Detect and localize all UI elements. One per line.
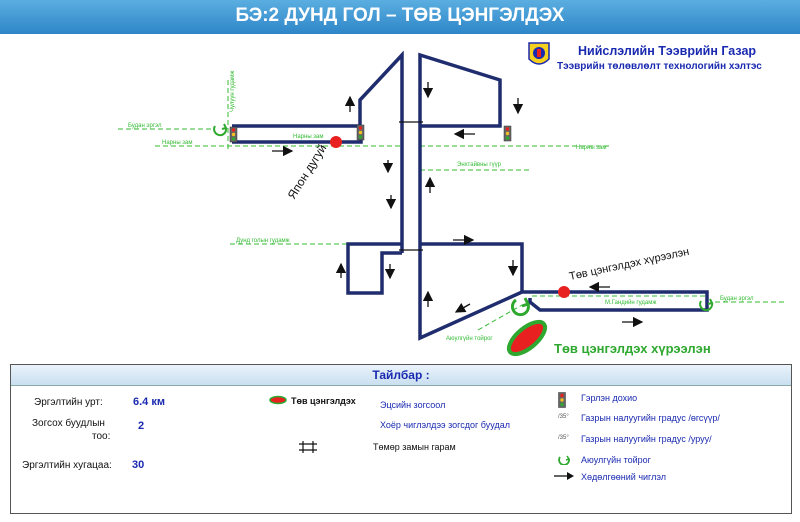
street-lines (118, 80, 785, 331)
legend-header: Тайлбар : (11, 365, 791, 386)
bus-route (232, 50, 709, 341)
bus-stop-yapon-duguy (330, 136, 342, 148)
street-label: Будан эргэл (720, 296, 754, 302)
legend-stadium-label: Төв цэнгэлдэх (291, 396, 356, 406)
roundabout-legend-icon (558, 455, 571, 465)
rail-crossing-icon (299, 441, 317, 453)
organization-name: Нийслэлийн Тээврийн Газар (578, 44, 757, 58)
route-map: Будан эргэл Нарны зам Нарны зам Нарны за… (118, 50, 785, 357)
traffic-light-icon (356, 124, 365, 141)
legend-end-stop: Эцсийн зогсоол (380, 400, 446, 410)
roundabout-icon (511, 297, 531, 317)
legend-title: Тайлбар : (372, 368, 430, 382)
slope-down-icon: /35° (558, 435, 569, 441)
legend-safety-roundabout: Аюулгүйн тойрог (581, 455, 651, 465)
street-label: Чулуун гудамж (230, 71, 236, 112)
legend-rail-crossing: Төмөр замын гарам (373, 442, 456, 452)
bus-stop-central-stadium (558, 286, 570, 298)
legend-two-way-stop: Хоёр чиглэлдээ зогсдог буудал (380, 420, 510, 430)
stop-count-value: 2 (138, 420, 145, 432)
street-label: Нарны зам (162, 140, 193, 146)
interval-value: 30 (132, 459, 145, 471)
traffic-light-icon (503, 125, 512, 142)
legend-direction: Хөдөлгөөний чиглэл (581, 472, 667, 482)
roundabout-icon (699, 298, 714, 312)
traffic-light-legend-icon (558, 392, 566, 408)
street-label: Нарны зам (293, 134, 324, 140)
street-label: М.Гандийн гудамж (605, 299, 656, 306)
stadium-icon (506, 319, 548, 357)
legend-panel (10, 364, 792, 514)
street-label: Будан эргэл (128, 123, 162, 129)
stadium-legend-icon (269, 395, 287, 405)
page-title: БЭ:2 ДУНД ГОЛ – ТӨВ ЦЭНГЭЛДЭХ (235, 5, 565, 26)
title-bar (0, 0, 800, 34)
interval-label: Эргэлтийн хугацаа: (22, 460, 112, 471)
stop-count-label: Зогсох буудлын (32, 418, 105, 429)
direction-arrow-legend-icon (554, 472, 574, 480)
traffic-light-icon (229, 126, 238, 143)
roundabout-icon (213, 123, 228, 137)
stop-label-central-stadium: Төв цэнгэлдэх хүрээлэн (568, 246, 690, 283)
legend-slope-down: Газрын налуугийн градус /уруу/ (581, 434, 712, 444)
stadium-title: Төв цэнгэлдэх хүрээлэн (554, 341, 711, 356)
direction-arrows (272, 82, 644, 328)
rail-crossing-marker (399, 121, 423, 251)
street-label: Аюулгүйн тойрог (446, 335, 493, 342)
organization-department: Тээврийн төлөвлөлт технологийн хэлтэс (557, 61, 762, 72)
slope-up-icon: /35° (558, 414, 569, 420)
organization-logo-icon (528, 42, 550, 65)
legend-slope-up: Газрын налуугийн градус /өгсүүр/ (581, 413, 720, 423)
street-label: Энхтайвны гүүр (457, 161, 502, 168)
legend-traffic-light: Гэрлэн дохио (581, 393, 638, 403)
street-label: Нарны зам (576, 145, 607, 151)
street-label: Дунд голын гудамж (236, 238, 290, 244)
stop-count-label-2: тоо: (92, 431, 111, 442)
route-length-label: Эргэлтийн урт: (34, 397, 103, 408)
route-length-value: 6.4 км (133, 396, 165, 408)
